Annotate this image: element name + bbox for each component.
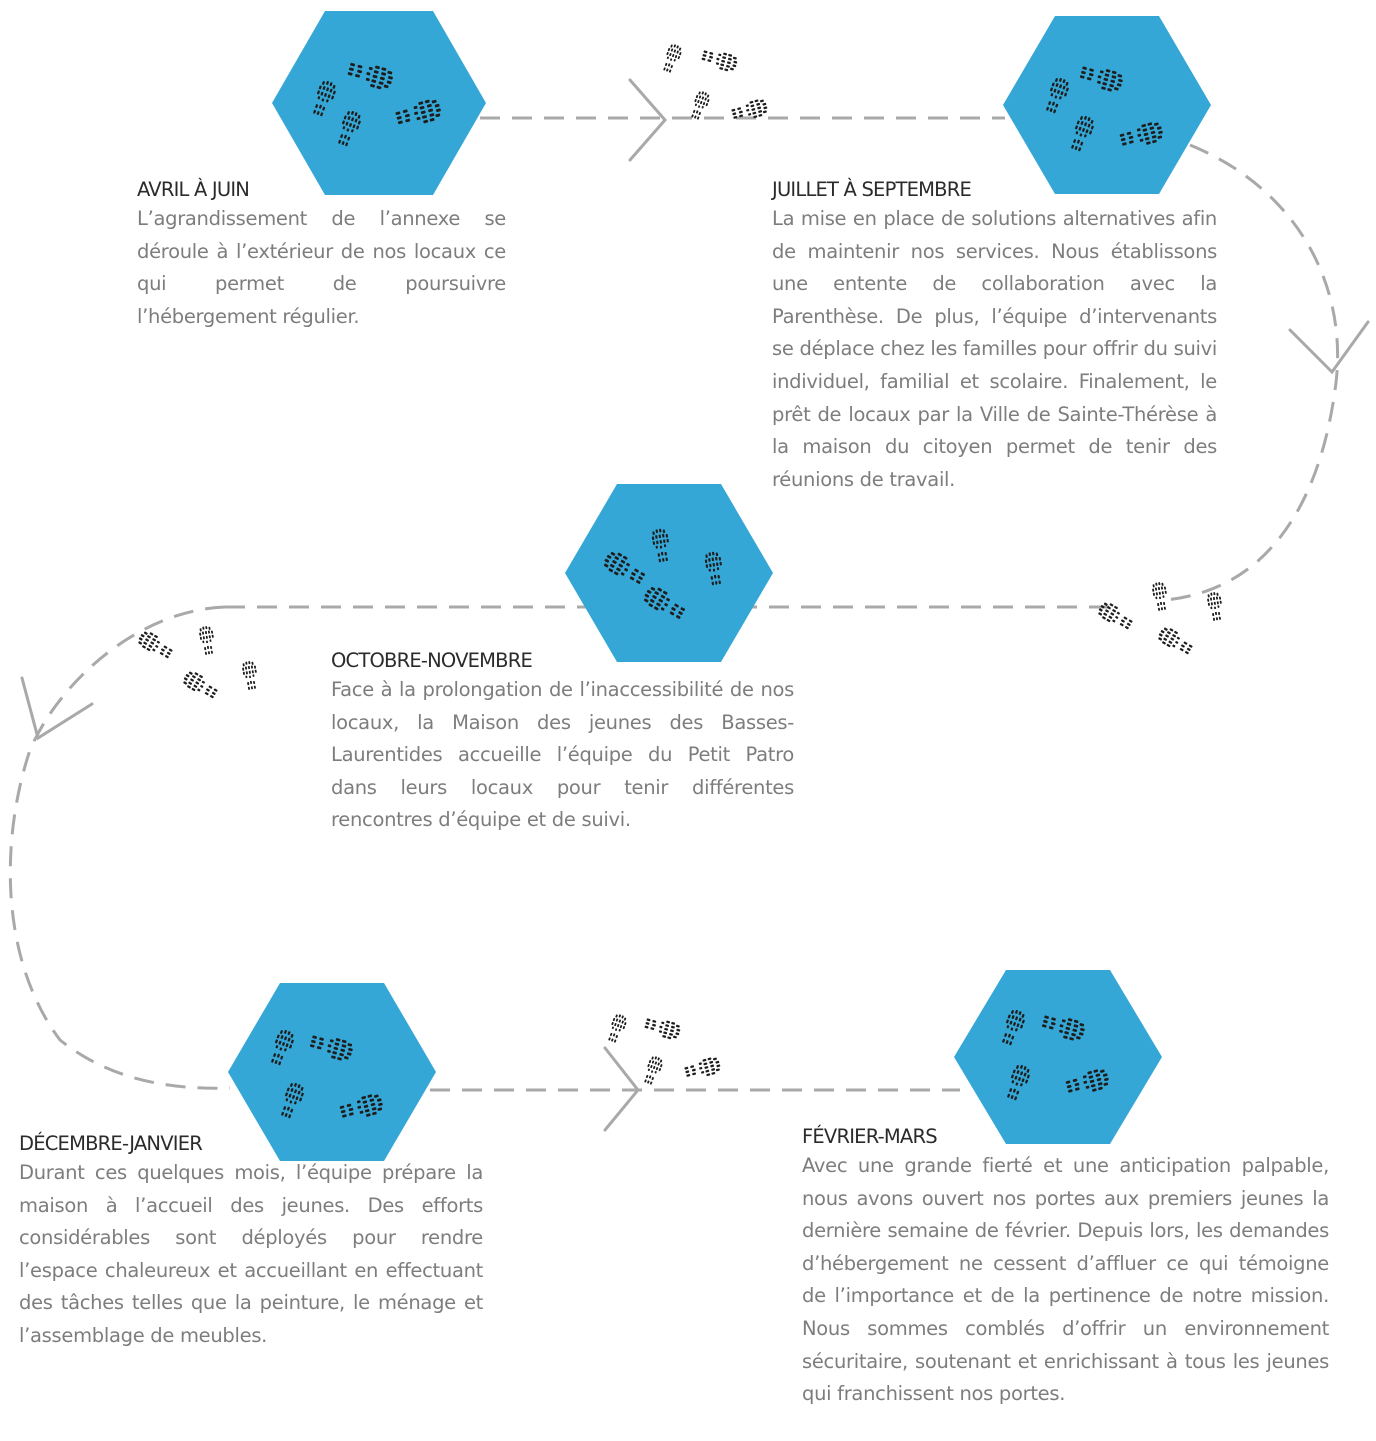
chevron-arrow-icon — [628, 78, 667, 162]
stage-text: La mise en place de solutions alternativ… — [772, 207, 1217, 491]
footprints-icon — [1090, 576, 1235, 666]
hexagon-footprints-icon — [228, 983, 436, 1161]
hexagon-footprints-icon — [954, 970, 1162, 1144]
stage-avril-juin: AVRIL À JUIN L’agrandissement de l’annex… — [137, 177, 506, 333]
stage-title: OCTOBRE-NOVEMBRE — [331, 649, 533, 672]
hexagon-footprints-icon — [1003, 16, 1211, 194]
hexagon-footprints-icon — [565, 484, 773, 662]
stage-juillet-septembre: JUILLET À SEPTEMBRE La mise en place de … — [772, 177, 1217, 496]
stage-decembre-janvier: DÉCEMBRE-JANVIER Durant ces quelques moi… — [19, 1131, 483, 1353]
stage-text: Durant ces quelques mois, l’équipe prépa… — [19, 1161, 483, 1347]
stage-text: L’agrandissement de l’annexe se déroule … — [137, 207, 506, 328]
stage-text: Avec une grande fierté et une anticipati… — [802, 1154, 1329, 1406]
footprints-icon — [650, 40, 780, 130]
stage-title: DÉCEMBRE-JANVIER — [19, 1132, 203, 1155]
stage-title: AVRIL À JUIN — [137, 178, 250, 201]
footprints-icon — [125, 620, 270, 710]
stage-text: Face à la prolongation de l’inaccessibil… — [331, 678, 794, 832]
footprints-icon — [595, 1010, 735, 1090]
stage-fevrier-mars: FÉVRIER-MARS Avec une grande fierté et u… — [802, 1124, 1329, 1411]
chevron-arrow-icon — [1288, 320, 1370, 375]
stage-title: JUILLET À SEPTEMBRE — [772, 178, 972, 201]
hexagon-footprints-icon — [272, 11, 486, 195]
chevron-arrow-icon — [603, 1046, 640, 1132]
stage-octobre-novembre: OCTOBRE-NOVEMBRE Face à la prolongation … — [331, 648, 794, 837]
chevron-arrow-icon — [20, 676, 94, 741]
stage-title: FÉVRIER-MARS — [802, 1125, 938, 1148]
